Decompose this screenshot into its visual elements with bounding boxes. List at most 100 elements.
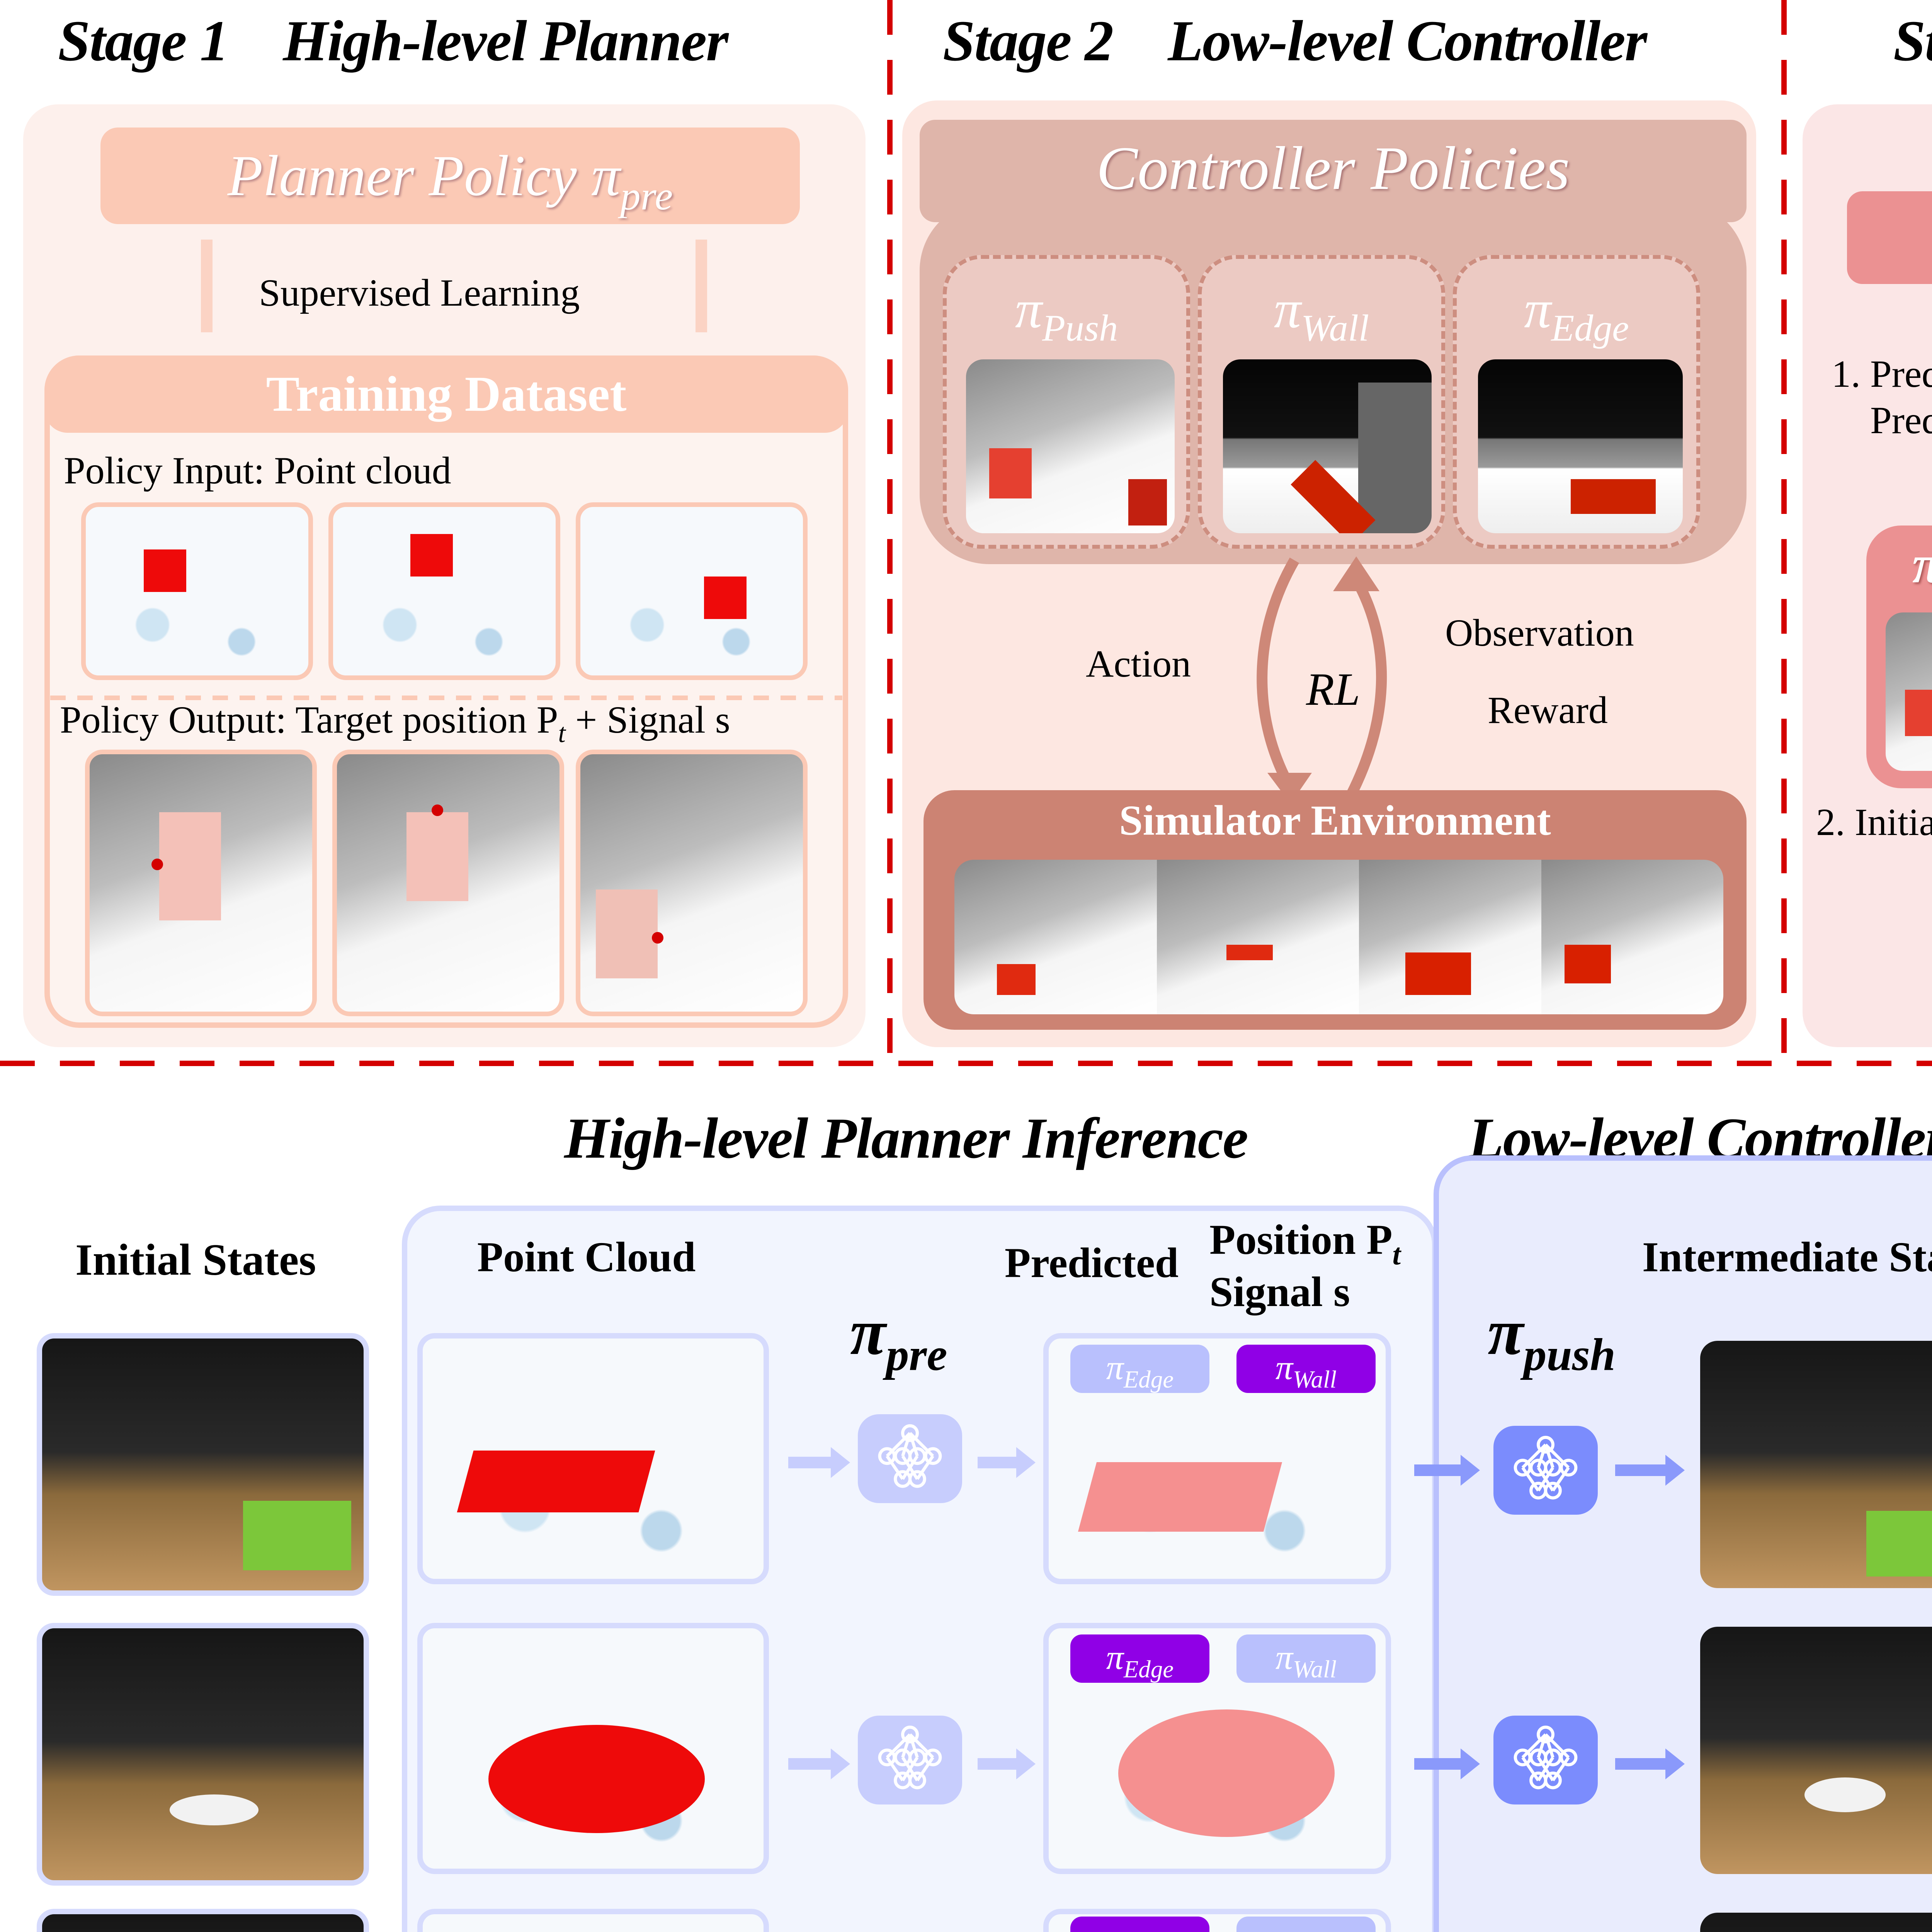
initial-state-3 — [37, 1909, 369, 1932]
step1-line2-text: Predicted Pose P — [1870, 399, 1932, 442]
policy-wall-pi: π — [1274, 279, 1301, 339]
policy-edge-pi: π — [1524, 279, 1551, 339]
policy-output-label: Policy Output: Target position Pt + Sign… — [60, 697, 730, 749]
stage3-push-scene — [1886, 612, 1932, 771]
flow-arrow — [1414, 1748, 1480, 1779]
pi-pre-sub: pre — [886, 1329, 947, 1380]
col-header-intermediate: Intermediate States — [1642, 1233, 1932, 1281]
col-header-pointcloud: Point Cloud — [477, 1233, 696, 1281]
simulator-frames — [954, 860, 1723, 1014]
signal-edge-row2: πEdge — [1070, 1634, 1209, 1683]
col-header-signal: Signal s — [1209, 1268, 1350, 1315]
policy-output-sub: t — [558, 718, 566, 748]
simulator-environment-box: Simulator Environment — [923, 790, 1747, 1030]
policy-push-name: Push — [1042, 307, 1118, 349]
policy-input-label: Policy Input: Point cloud — [64, 449, 451, 492]
col-header-predicted: Predicted — [1005, 1239, 1179, 1286]
initial-state-1 — [37, 1333, 369, 1596]
policy-wall-scene — [1223, 359, 1432, 533]
training-dataset-title: Training Dataset — [266, 366, 627, 422]
signal-edge-row1: πEdge — [1070, 1345, 1209, 1393]
divider-stage1-2 — [887, 0, 893, 1066]
input-pointcloud-1 — [81, 502, 313, 680]
nn-icon-push-2 — [1493, 1716, 1598, 1804]
sim-frame-3 — [1359, 860, 1541, 1014]
output-target-1 — [85, 750, 317, 1016]
neural-network-icon — [878, 1725, 942, 1789]
planner-inference-title: High-level Planner Inference — [564, 1106, 1248, 1170]
stage3-pi-pre-box: πpre — [1847, 191, 1932, 284]
policy-output-text: Policy Output: Target position P — [60, 698, 558, 741]
col-position-sub: t — [1392, 1237, 1401, 1271]
policy-card-edge: πEdge — [1453, 255, 1700, 549]
action-arrow — [1257, 557, 1299, 791]
policy-push-scene — [966, 359, 1175, 533]
flow-arrow — [1615, 1748, 1685, 1779]
policy-edge-name: Edge — [1551, 307, 1629, 349]
observation-arrow — [1344, 577, 1387, 803]
initial-state-2 — [37, 1623, 369, 1886]
input-pointcloud-2 — [328, 502, 560, 680]
input-pointcloud-3 — [576, 502, 808, 680]
intermediate-2 — [1700, 1627, 1932, 1874]
policy-card-wall: πWall — [1198, 255, 1445, 549]
planner-policy-sub: pre — [620, 173, 673, 218]
sim-frame-1 — [954, 860, 1157, 1014]
simulator-label: Simulator Environment — [1119, 797, 1551, 844]
pointcloud-1 — [417, 1333, 769, 1584]
divider-stage2-3 — [1781, 0, 1787, 1066]
controller-policies-label: Controller Policies — [1096, 134, 1570, 202]
stage3-title: Stage 3 Joint Finetuning — [1893, 9, 1932, 73]
step1-line1: 1. Predicted Signal s — [1832, 352, 1932, 395]
output-target-3 — [576, 750, 808, 1016]
signal-wall-row2: πWall — [1236, 1634, 1376, 1683]
action-label: Action — [1086, 642, 1191, 685]
neural-network-icon — [878, 1424, 942, 1488]
observation-label: Observation — [1445, 611, 1634, 654]
policy-push-pi: π — [1015, 279, 1043, 339]
sim-frame-2 — [1156, 860, 1359, 1014]
training-dataset-header: Training Dataset — [44, 355, 848, 433]
pi-pre-label: πpre — [850, 1296, 947, 1380]
signal-wall-row1: πWall — [1236, 1345, 1376, 1393]
neural-network-icon — [1514, 1725, 1578, 1789]
divider-training-inference — [0, 1061, 1932, 1066]
observation-arrowhead — [1333, 556, 1379, 591]
arrow-up-left — [201, 240, 213, 332]
flow-arrow — [788, 1447, 850, 1478]
policy-output-suffix: + Signal s — [565, 698, 730, 741]
flow-arrow — [788, 1748, 850, 1779]
planner-policy-box: Planner Policy πpre — [100, 128, 800, 224]
policy-card-push: πPush — [943, 255, 1190, 549]
arrow-up-right — [696, 240, 707, 332]
action-arrowhead — [1267, 773, 1312, 804]
rl-loop-arrows — [1257, 556, 1387, 804]
nn-icon-pre-1 — [858, 1414, 962, 1503]
planner-policy-label: Planner Policy π — [227, 144, 621, 208]
col-header-initial: Initial States — [75, 1235, 316, 1284]
dataset-divider — [50, 696, 842, 700]
step2-label: 2. Initial Observation — [1816, 801, 1932, 844]
policy-edge-scene — [1478, 359, 1683, 533]
policy-wall-name: Wall — [1301, 307, 1369, 349]
nn-icon-pre-2 — [858, 1716, 962, 1804]
output-target-2 — [332, 750, 564, 1016]
pi-push-label: πpush — [1488, 1296, 1616, 1380]
neural-network-icon — [1514, 1435, 1578, 1500]
supervised-learning-label: Supervised Learning — [259, 271, 580, 314]
col-position-text: Position P — [1209, 1216, 1393, 1263]
pointcloud-2 — [417, 1623, 769, 1874]
step1-line2: Predicted Pose Pt — [1870, 398, 1932, 450]
stage1-title: Stage 1 High-level Planner — [58, 9, 729, 73]
col-header-position: Position Pt — [1209, 1215, 1401, 1272]
reward-label: Reward — [1488, 689, 1608, 731]
stage3-push-card: πPush ↻ — [1866, 526, 1932, 788]
intermediate-3 — [1700, 1913, 1932, 1932]
sim-frame-4 — [1541, 860, 1723, 1014]
flow-arrow — [978, 1447, 1036, 1478]
flow-arrow — [978, 1748, 1036, 1779]
flow-arrow — [1615, 1455, 1685, 1486]
nn-icon-push-1 — [1493, 1426, 1598, 1515]
flow-arrow — [1414, 1455, 1480, 1486]
pointcloud-3 — [417, 1909, 769, 1932]
